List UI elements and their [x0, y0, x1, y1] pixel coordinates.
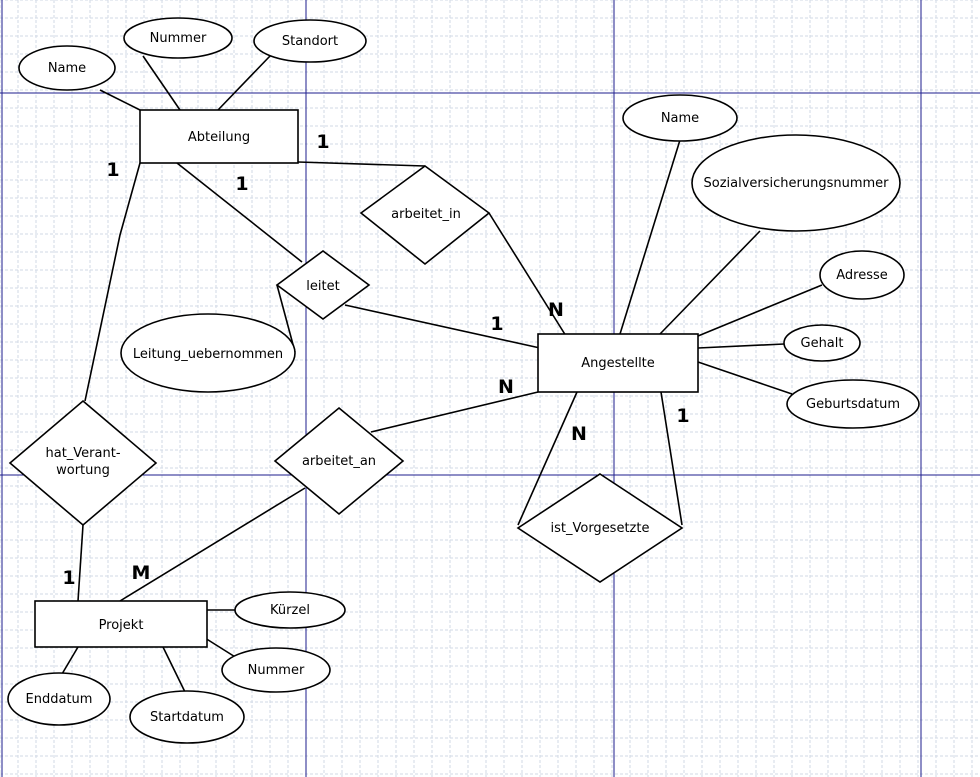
relationship-diamond: [275, 250, 371, 320]
edge-angestellte-gehalt: [697, 343, 785, 349]
entity-projekt[interactable]: Projekt: [34, 600, 208, 648]
attribute-startdatum[interactable]: Startdatum: [129, 690, 245, 744]
cardinality-abteilung-hat-verantwortung: 1: [106, 159, 119, 181]
cardinality-labels: 1 N 1 1 1 1 N M N 1: [62, 131, 689, 589]
relationship-label: leitet: [306, 279, 339, 294]
attribute-label: Kürzel: [270, 603, 310, 618]
attribute-label: Nummer: [248, 663, 305, 678]
relationship-diamond: [516, 473, 684, 583]
attribute-ellipse: [221, 647, 331, 693]
attribute-ellipse: [7, 672, 111, 726]
relationship-label: arbeitet_an: [302, 454, 376, 469]
relationship-ist-vorgesetzte[interactable]: ist_Vorgesetzte: [516, 473, 684, 583]
edge-leitet-leitung-uebernommen: [276, 284, 296, 353]
entity-label: Abteilung: [188, 130, 250, 145]
edge-arbeitet-an-projekt: [119, 487, 306, 602]
entity-angestellte[interactable]: Angestellte: [537, 333, 699, 393]
edge-hat-verantwortung-projekt: [77, 524, 84, 602]
attribute-ellipse: [783, 324, 861, 362]
attribute-ellipse: [622, 94, 738, 142]
attribute-ellipse: [253, 19, 367, 63]
attribute-abteilung-name[interactable]: Name: [18, 45, 116, 91]
attribute-label: Standort: [282, 34, 338, 49]
attribute-ellipse: [129, 690, 245, 744]
attribute-ellipse: [18, 45, 116, 91]
relationship-label-line-1: hat_Verant-: [45, 446, 120, 461]
edge-angestellte-name: [619, 139, 681, 335]
attribute-label: Adresse: [836, 268, 888, 283]
cardinality-angestellte-arbeitet-in: N: [548, 299, 564, 321]
entity-label: Projekt: [99, 618, 144, 633]
cardinality-vorgesetzte-1: 1: [676, 405, 689, 427]
connections: [61, 55, 823, 693]
edge-angestellte-vorgesetzte-1: [660, 391, 683, 526]
entity-abteilung[interactable]: Abteilung: [139, 109, 299, 164]
relationship-arbeitet-an[interactable]: arbeitet_an: [273, 406, 405, 516]
attribute-abteilung-nummer[interactable]: Nummer: [123, 17, 233, 59]
edge-abteilung-name: [99, 89, 141, 111]
entity-box: [34, 600, 208, 648]
edge-abteilung-leitet: [176, 162, 303, 263]
attribute-geburtsdatum[interactable]: Geburtsdatum: [786, 379, 920, 429]
edge-arbeitet-an-angestellte: [370, 391, 539, 433]
attribute-label: Name: [661, 111, 699, 126]
cardinality-angestellte-arbeitet-an: N: [498, 376, 514, 398]
edge-angestellte-vorgesetzte-n: [517, 391, 578, 526]
attribute-gehalt[interactable]: Gehalt: [783, 324, 861, 362]
attribute-label: Leitung_uebernommen: [133, 347, 283, 362]
cardinality-projekt-arbeitet-an: M: [132, 562, 151, 584]
attribute-label: Nummer: [150, 31, 207, 46]
attribute-ellipse: [691, 134, 901, 232]
edge-abteilung-standort: [217, 55, 271, 111]
attribute-ellipse: [234, 591, 346, 629]
relationship-diamond: [8, 399, 158, 527]
attribute-ellipse: [120, 313, 296, 393]
cardinality-abteilung-arbeitet-in: 1: [316, 131, 329, 153]
edge-angestellte-adresse: [697, 284, 823, 337]
edge-projekt-enddatum: [61, 646, 79, 675]
attribute-sozialversicherungsnummer[interactable]: Sozialversicherungsnummer: [691, 134, 901, 232]
attribute-ellipse: [786, 379, 920, 429]
edge-angestellte-svn: [659, 230, 761, 335]
edge-arbeitet-in-angestellte: [488, 212, 567, 337]
attribute-kuerzel[interactable]: Kürzel: [234, 591, 346, 629]
attribute-label: Gehalt: [801, 336, 844, 351]
edge-angestellte-geburtsdatum: [697, 361, 793, 395]
relationship-leitet[interactable]: leitet: [275, 250, 371, 320]
entity-label: Angestellte: [581, 356, 655, 371]
relationship-diamond: [359, 165, 491, 266]
cardinality-abteilung-leitet: 1: [235, 173, 248, 195]
relationship-hat-verantwortung[interactable]: hat_Verant- wortung: [8, 399, 158, 527]
attribute-projekt-nummer[interactable]: Nummer: [221, 647, 331, 693]
attribute-angestellte-name[interactable]: Name: [622, 94, 738, 142]
edge-abteilung-nummer: [142, 55, 181, 111]
edge-abteilung-arbeitet-in: [297, 161, 426, 167]
attribute-abteilung-standort[interactable]: Standort: [253, 19, 367, 63]
cardinality-projekt-hat-verantwortung: 1: [62, 567, 75, 589]
attribute-adresse[interactable]: Adresse: [819, 250, 905, 300]
edge-abteilung-hat-verantwortung: [84, 162, 141, 402]
attribute-enddatum[interactable]: Enddatum: [7, 672, 111, 726]
relationship-diamond: [273, 406, 405, 516]
cardinality-angestellte-leitet: 1: [490, 313, 503, 335]
relationship-label: arbeitet_in: [391, 207, 461, 222]
cardinality-vorgesetzte-n: N: [571, 423, 587, 445]
relationship-arbeitet-in[interactable]: arbeitet_in: [359, 165, 491, 266]
attribute-label: Sozialversicherungsnummer: [703, 176, 889, 191]
relationship-label: ist_Vorgesetzte: [551, 521, 650, 536]
attribute-label: Enddatum: [26, 692, 93, 707]
attribute-label: Startdatum: [150, 710, 224, 725]
attribute-label: Name: [48, 61, 86, 76]
attribute-ellipse: [123, 17, 233, 59]
entity-box: [139, 109, 299, 164]
edge-leitet-angestellte: [344, 304, 541, 349]
edge-projekt-startdatum: [162, 646, 186, 693]
entity-box: [537, 333, 699, 393]
attribute-leitung-uebernommen[interactable]: Leitung_uebernommen: [120, 313, 296, 393]
relationship-label-line-2: wortung: [56, 463, 110, 478]
attribute-ellipse: [819, 250, 905, 300]
attribute-label: Geburtsdatum: [806, 397, 900, 412]
